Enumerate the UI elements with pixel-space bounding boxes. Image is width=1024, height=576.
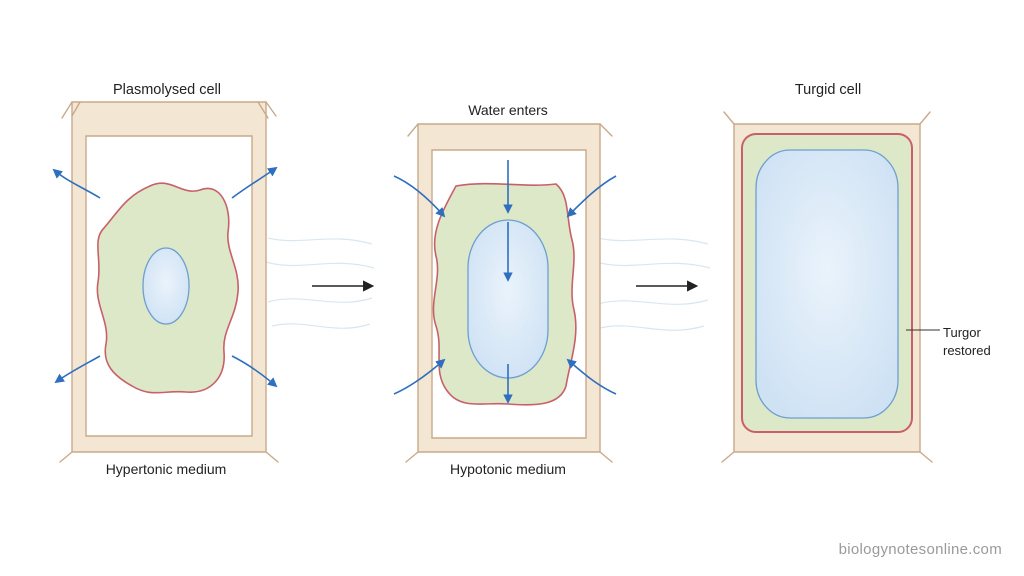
stage-title-turgid: Turgid cell [794,82,862,98]
medium-label-hypotonic: Hypotonic medium [450,461,566,477]
water-streaks [265,237,711,331]
plasmolysed-cell [52,101,279,463]
stage-title-plasmolysed: Plasmolysed cell [113,82,221,98]
vacuole [755,149,899,419]
turgor-note: Turgor restored [943,324,991,360]
medium-label-hypertonic: Hypertonic medium [105,461,227,477]
turgor-note-line2: restored [943,343,991,358]
stage-title-water-enters: Water enters [468,102,548,118]
credit-watermark: biologynotesonline.com [838,541,1002,558]
turgid-cell [721,111,940,463]
turgor-note-line1: Turgor [943,325,981,340]
recovering-cell [393,123,617,463]
water-out-arrows [52,166,278,388]
vacuole [142,247,190,325]
water-in-arrows [393,160,617,404]
